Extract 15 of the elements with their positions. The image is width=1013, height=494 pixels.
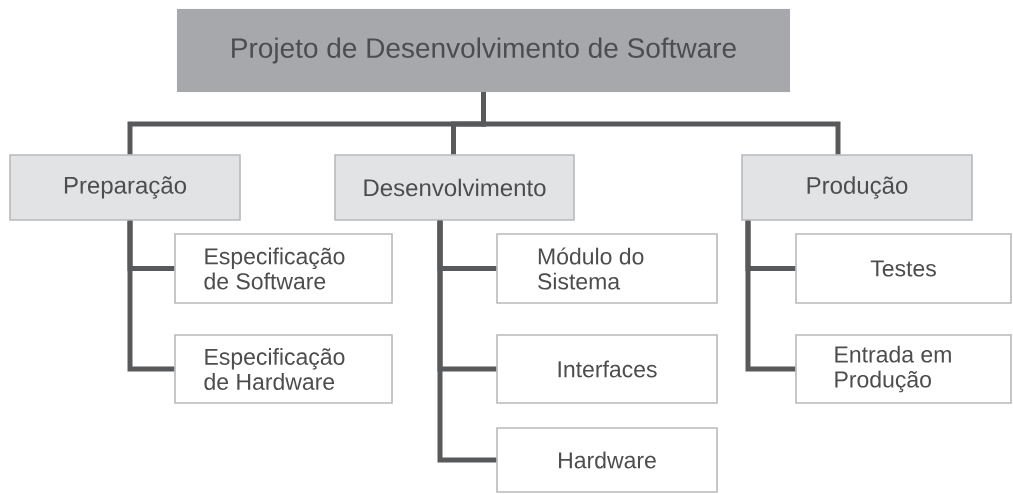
title-box: Projeto de Desenvolvimento de Software	[176, 8, 791, 93]
phase-box: Desenvolvimento	[334, 154, 575, 221]
connector-line	[127, 220, 175, 372]
task-box: Testes	[795, 233, 1012, 304]
task-box: Especificação de Software	[174, 233, 393, 304]
task-box: Módulo do Sistema	[496, 233, 718, 304]
phase-box: Produção	[741, 154, 973, 221]
task-box: Especificação de Hardware	[174, 334, 393, 404]
task-box: Interfaces	[496, 334, 718, 404]
connector-line	[481, 92, 841, 155]
task-box: Entrada em Produção	[795, 334, 1012, 404]
phase-box: Preparação	[9, 154, 241, 221]
connector-line	[437, 220, 497, 463]
task-box: Hardware	[496, 427, 718, 493]
connector-line	[745, 220, 796, 372]
